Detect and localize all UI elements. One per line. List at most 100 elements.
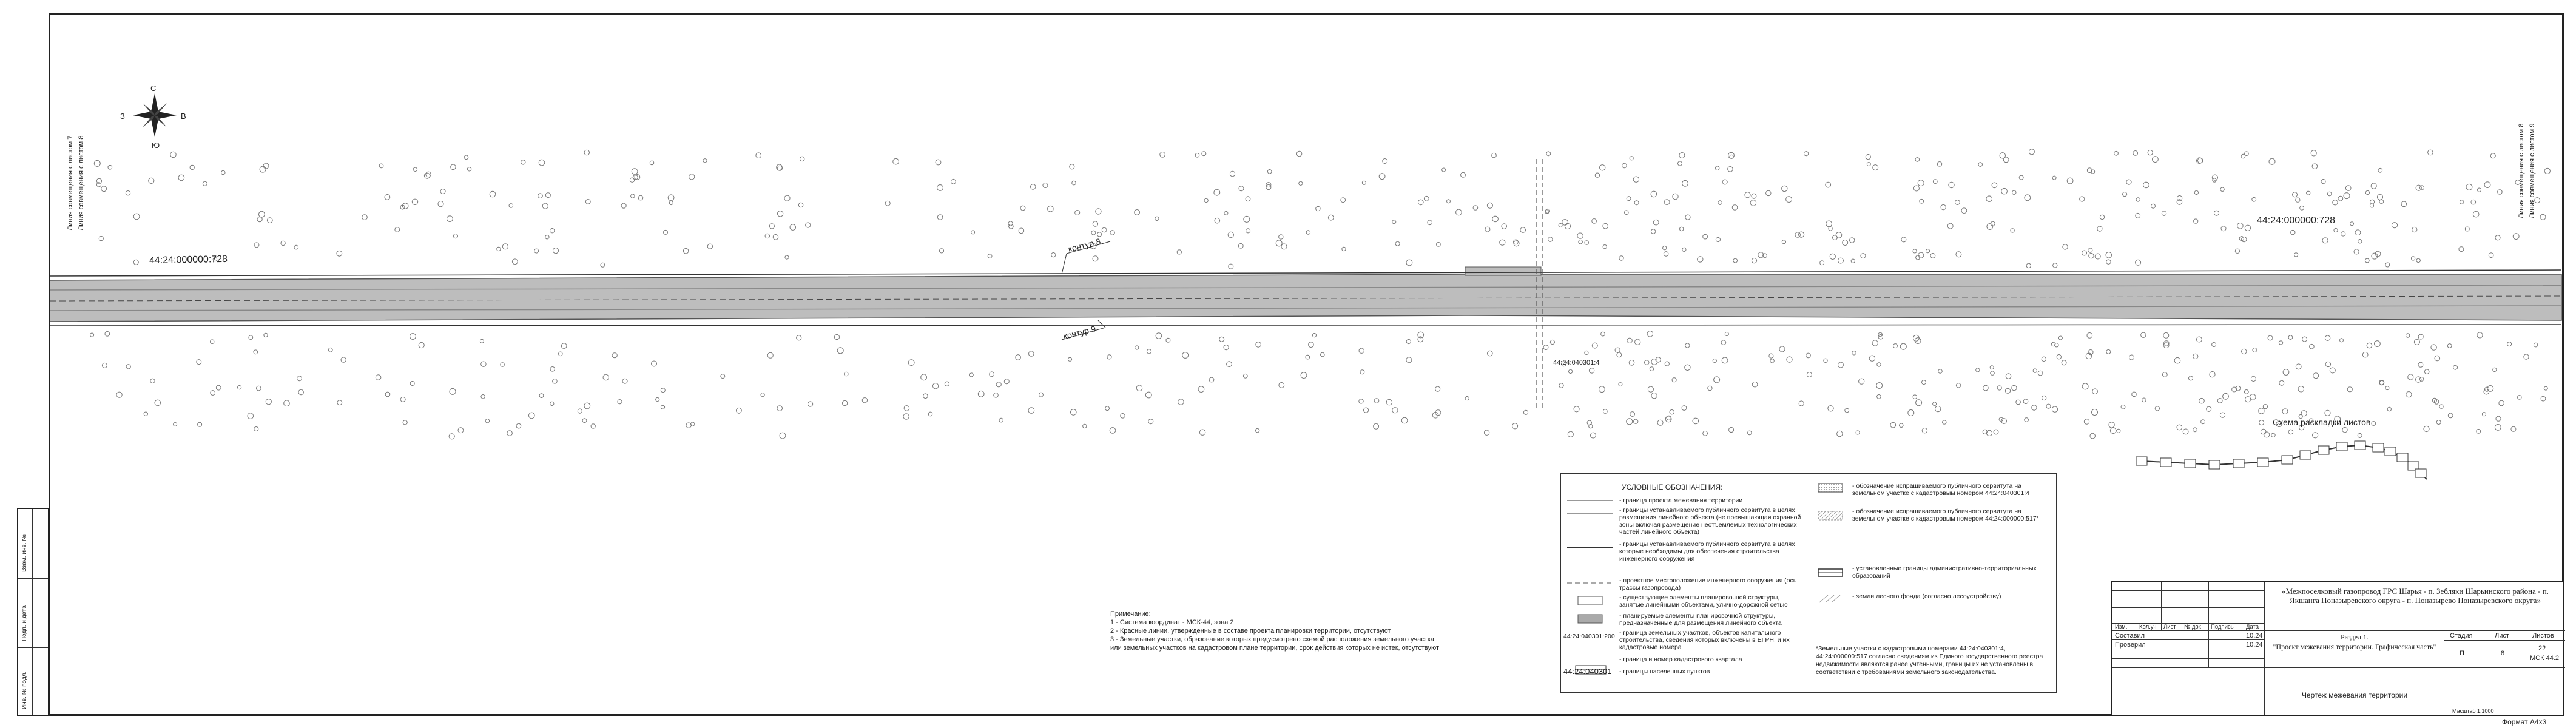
forest-symbol (1092, 255, 1099, 262)
forest-symbol (2244, 389, 2249, 394)
forest-symbol (1728, 426, 1735, 433)
forest-symbol (170, 151, 177, 158)
forest-symbol (266, 217, 273, 224)
forest-symbol (2097, 226, 2103, 232)
forest-symbol (1386, 399, 1393, 406)
forest-symbol (1836, 430, 1843, 437)
forest-symbol (1681, 405, 1687, 411)
forest-symbol (1986, 195, 1992, 203)
forest-symbol (328, 347, 333, 352)
forest-symbol (2088, 248, 2093, 253)
legend-item: - граница земельных участков, объектов к… (1619, 629, 1790, 651)
forest-symbol (1401, 417, 1408, 424)
forest-symbol (1770, 359, 1775, 363)
forest-symbol (402, 203, 409, 209)
forest-symbol (1657, 419, 1664, 426)
forest-symbol (467, 167, 472, 172)
forest-symbol (667, 194, 675, 201)
forest-symbol (1590, 432, 1596, 439)
forest-symbol (1819, 260, 1825, 266)
forest-symbol (1228, 263, 1234, 269)
forest-symbol (1624, 210, 1629, 215)
forest-symbol (1619, 255, 1624, 261)
forest-symbol (259, 166, 266, 173)
forest-symbol (767, 352, 774, 359)
forest-symbol (2241, 236, 2247, 243)
forest-symbol (789, 224, 797, 231)
forest-symbol (2423, 425, 2430, 433)
forest-symbol (2220, 226, 2227, 232)
scheme-sheet-box (2136, 456, 2148, 466)
legend-item: - установленные границы административно-… (1852, 565, 2037, 579)
forest-symbol (210, 390, 216, 396)
forest-symbol (375, 374, 382, 380)
forest-symbol (1955, 251, 1962, 258)
forest-symbol (400, 396, 406, 402)
forest-symbol (2453, 365, 2458, 370)
forest-symbol (2004, 388, 2011, 394)
forest-symbol (1899, 423, 1904, 428)
forest-symbol (1255, 428, 1260, 433)
forest-symbol (2015, 399, 2021, 405)
forest-symbol (2163, 332, 2170, 339)
forest-symbol (423, 172, 431, 179)
binding-label-3: Взам. инв. № (21, 534, 28, 572)
forest-symbol (796, 335, 802, 341)
forest-symbol (1912, 394, 1918, 400)
forest-symbol (1829, 253, 1836, 260)
forest-symbol (2306, 190, 2311, 195)
forest-symbol (2241, 348, 2247, 355)
forest-symbol (769, 223, 775, 229)
forest-symbol (1947, 223, 1954, 229)
forest-symbol (558, 351, 563, 357)
parcel-label: 44:24:040301:4 (1553, 359, 1600, 366)
forest-symbol (663, 229, 668, 235)
forest-symbol (1622, 163, 1627, 169)
forest-symbol (247, 413, 254, 419)
forest-symbol (784, 255, 789, 260)
legend-item: - границы населенных пунктов (1619, 668, 1710, 675)
forest-symbol (209, 339, 215, 345)
forest-symbol (2378, 167, 2383, 173)
scheme-sheet-box (2336, 442, 2348, 451)
forest-symbol (1893, 343, 1898, 349)
forest-symbol (993, 393, 999, 398)
forest-symbol (1278, 382, 1285, 388)
forest-symbol (1238, 186, 1244, 192)
forest-symbol (2299, 425, 2305, 431)
forest-symbol (2235, 385, 2241, 391)
legend-symbols-left (1567, 500, 1613, 675)
forest-symbol (1618, 382, 1623, 387)
forest-symbol (2106, 259, 2111, 265)
forest-symbol (1721, 357, 1728, 364)
forest-symbol (1559, 383, 1564, 388)
forest-symbol (545, 192, 551, 198)
forest-symbol (1568, 369, 1573, 374)
compass-east-label: В (181, 112, 186, 121)
stamp-composed: Составил (2115, 632, 2145, 639)
forest-symbol (1626, 418, 1633, 425)
forest-symbol (703, 158, 707, 163)
forest-symbol (2188, 376, 2193, 381)
forest-symbol (297, 376, 302, 382)
forest-symbol (1472, 205, 1479, 211)
forest-symbol (2082, 250, 2088, 256)
forest-symbol (1226, 361, 1232, 368)
forest-symbol (538, 159, 545, 166)
forest-symbol (1666, 415, 1671, 420)
forest-symbol (1858, 378, 1865, 385)
forest-symbol (1373, 423, 1380, 430)
forest-symbol (584, 402, 591, 410)
forest-symbol (2135, 259, 2142, 266)
forest-symbol (2299, 205, 2305, 211)
forest-symbol (1702, 430, 1708, 436)
forest-symbol (1067, 357, 1073, 362)
forest-symbol (602, 374, 609, 381)
forest-symbol (1195, 153, 1200, 158)
forest-symbol (1647, 331, 1654, 337)
stamp-sheets: 22 (2538, 645, 2546, 652)
forest-symbol (516, 423, 522, 429)
forest-symbol (1779, 346, 1785, 352)
forest-symbol (1664, 361, 1670, 366)
forest-symbol (2279, 380, 2285, 386)
